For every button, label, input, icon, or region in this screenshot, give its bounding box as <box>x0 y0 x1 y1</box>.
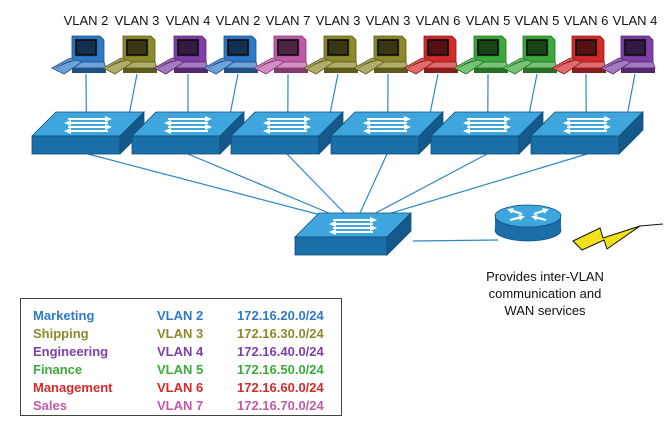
pc-uplink <box>129 73 138 113</box>
legend-network: 172.16.50.0/24 <box>237 362 324 377</box>
workstation-vlan-label: VLAN 6 <box>564 13 609 28</box>
access-switch-icon <box>230 111 344 155</box>
workstation-icon <box>551 35 607 75</box>
workstation-icon <box>502 35 558 75</box>
workstation-vlan-label: VLAN 5 <box>515 13 560 28</box>
workstation-icon <box>153 35 209 75</box>
legend-network: 172.16.70.0/24 <box>237 398 324 413</box>
workstation-vlan-label: VLAN 7 <box>266 13 311 28</box>
legend-vlan: VLAN 5 <box>157 362 204 377</box>
core-switch-icon <box>294 212 412 256</box>
router-caption-line: Provides inter-VLAN <box>486 269 604 284</box>
legend-vlan: VLAN 2 <box>157 308 204 323</box>
legend-department: Engineering <box>33 344 109 359</box>
legend-row: Engineering VLAN 4 172.16.40.0/24 <box>21 344 341 361</box>
router-icon <box>494 204 562 242</box>
router-caption-line: communication and <box>488 286 602 301</box>
vlan-labels: VLAN 2 VLAN 3 VLAN 4 VLAN 2 VLAN 7 VLAN 3 VLAN… <box>64 13 658 28</box>
access-switch-icon <box>530 111 644 155</box>
legend-department: Finance <box>33 362 83 377</box>
access-switch-icon <box>330 111 444 155</box>
workstation-icon <box>253 35 309 75</box>
router-caption: Provides inter-VLAN communication and WA… <box>455 268 635 319</box>
workstation-vlan-label: VLAN 5 <box>466 13 511 28</box>
workstation-vlan-label: VLAN 4 <box>613 13 658 28</box>
access-switch-icon <box>131 111 245 155</box>
access-switch-icon <box>31 111 145 155</box>
trunk-link <box>87 153 329 218</box>
legend-department: Management <box>33 380 113 395</box>
workstation-vlan-label: VLAN 2 <box>216 13 261 28</box>
legend-vlan: VLAN 3 <box>157 326 204 341</box>
legend-vlan: VLAN 6 <box>157 380 204 395</box>
legend-department: Marketing <box>33 308 95 323</box>
legend-network: 172.16.20.0/24 <box>237 308 324 323</box>
workstation-vlan-label: VLAN 6 <box>416 13 461 28</box>
trunk-link <box>367 153 488 218</box>
pc-uplink <box>329 73 339 113</box>
workstation-vlan-label: VLAN 4 <box>166 13 211 28</box>
workstation-icon <box>102 35 158 75</box>
workstation-icon <box>453 35 509 75</box>
trunk-link <box>378 153 588 218</box>
workstation-icon <box>353 35 409 75</box>
workstation-vlan-label: VLAN 3 <box>115 13 160 28</box>
workstation-icon <box>51 35 107 75</box>
legend-vlan: VLAN 7 <box>157 398 204 413</box>
router-caption-line: WAN services <box>504 303 586 318</box>
trunk-link <box>286 153 349 218</box>
legend-row: Shipping VLAN 3 172.16.30.0/24 <box>21 326 341 343</box>
workstation-icon <box>600 35 656 75</box>
legend-department: Shipping <box>33 326 89 341</box>
workstation-icon <box>203 35 259 75</box>
pc-uplink <box>429 73 439 113</box>
workstation-vlan-label: VLAN 2 <box>64 13 109 28</box>
vlan-legend-table: Marketing VLAN 2 172.16.20.0/24 Shipping… <box>20 298 342 416</box>
wan-line <box>639 223 664 227</box>
pc-uplink <box>229 73 239 113</box>
legend-row: Management VLAN 6 172.16.60.0/24 <box>21 380 341 397</box>
router-link <box>412 239 499 242</box>
trunk-link <box>357 153 388 218</box>
links-layer <box>85 73 636 242</box>
access-switch-icon <box>430 111 544 155</box>
pc-uplink <box>627 73 636 113</box>
legend-vlan: VLAN 4 <box>157 344 204 359</box>
wan-lightning-icon <box>572 225 641 251</box>
legend-row: Marketing VLAN 2 172.16.20.0/24 <box>21 308 341 325</box>
legend-network: 172.16.40.0/24 <box>237 344 324 359</box>
workstation-vlan-label: VLAN 3 <box>366 13 411 28</box>
legend-department: Sales <box>33 398 67 413</box>
workstation-vlan-label: VLAN 3 <box>316 13 361 28</box>
legend-network: 172.16.60.0/24 <box>237 380 324 395</box>
workstation-icon <box>303 35 359 75</box>
legend-row: Finance VLAN 5 172.16.50.0/24 <box>21 362 341 379</box>
pc-uplink <box>528 73 538 113</box>
legend-row: Sales VLAN 7 172.16.70.0/24 <box>21 398 341 415</box>
trunk-link <box>187 153 339 218</box>
workstation-icon <box>403 35 459 75</box>
legend-network: 172.16.30.0/24 <box>237 326 324 341</box>
